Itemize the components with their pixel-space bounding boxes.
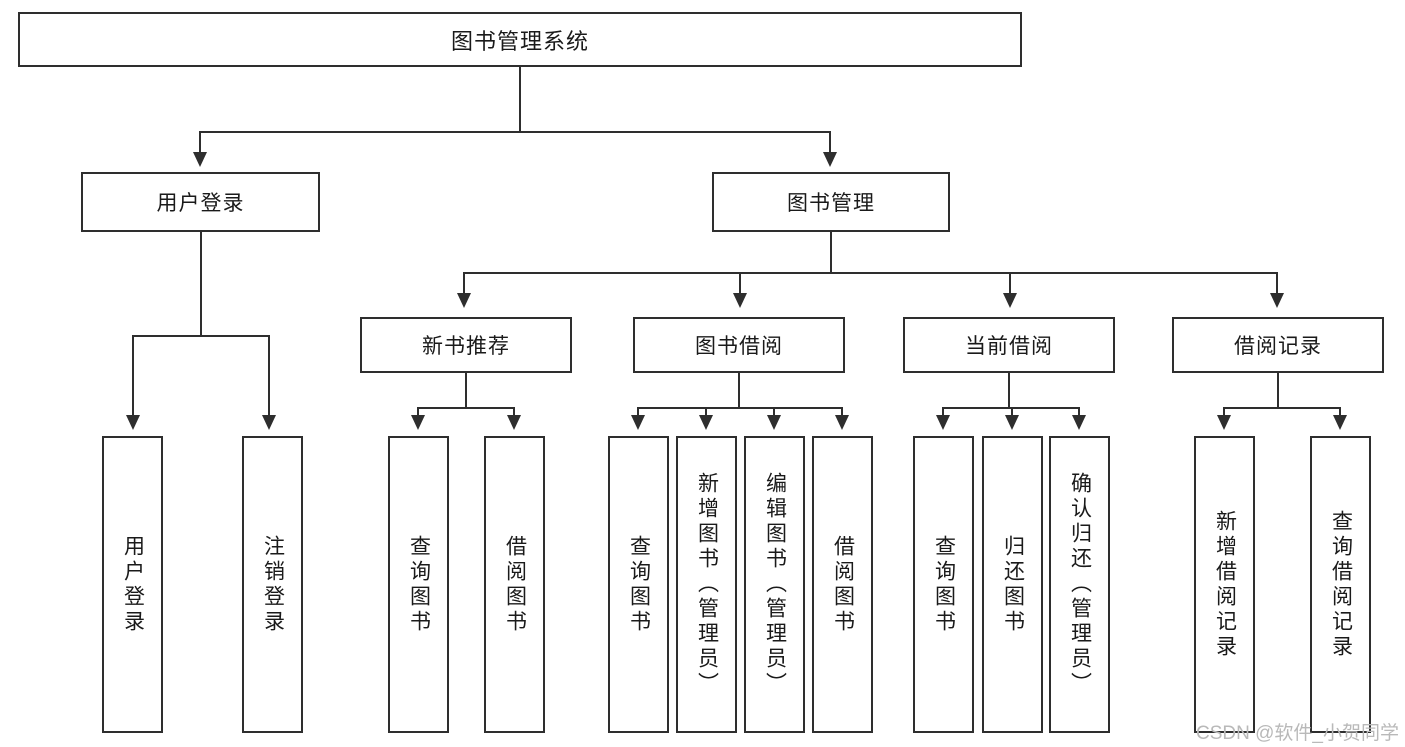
leaf-confirm-return[interactable]: 确认归还（管理员） (1049, 436, 1110, 733)
connector-user-login-bus (132, 335, 269, 337)
node-label: 注销登录 (261, 534, 285, 635)
node-root-system[interactable]: 图书管理系统 (18, 12, 1022, 67)
node-label: 查询图书 (932, 534, 956, 635)
connector-br-drop-1 (1223, 407, 1225, 417)
connector-book-manage-drop-3 (1009, 272, 1011, 295)
node-new-book-recommend[interactable]: 新书推荐 (360, 317, 572, 373)
node-label: 确认归还（管理员） (1068, 472, 1092, 697)
leaf-borrow-book-1[interactable]: 借阅图书 (484, 436, 545, 733)
connector-nbr-drop-2 (513, 407, 515, 417)
connector-user-login-drop-1 (132, 335, 134, 417)
leaf-borrow-book-2[interactable]: 借阅图书 (812, 436, 873, 733)
connector-bb-drop-2 (705, 407, 707, 417)
connector-nbr-stem (465, 373, 467, 409)
connector-bb-drop-4 (841, 407, 843, 417)
connector-br-bus (1223, 407, 1341, 409)
arrow-to-leaf-return-book (1005, 415, 1019, 430)
node-label: 新书推荐 (422, 335, 510, 358)
node-current-borrow[interactable]: 当前借阅 (903, 317, 1115, 373)
connector-bb-bus (637, 407, 843, 409)
leaf-query-record[interactable]: 查询借阅记录 (1310, 436, 1371, 733)
connector-cb-drop-1 (942, 407, 944, 417)
connector-book-manage-drop-4 (1276, 272, 1278, 295)
node-label: 用户登录 (121, 534, 145, 635)
arrow-to-book-manage (823, 152, 837, 167)
node-label: 图书借阅 (695, 335, 783, 358)
arrow-to-leaf-edit-book (767, 415, 781, 430)
node-label: 编辑图书（管理员） (763, 472, 787, 697)
arrow-to-current-borrow (1003, 293, 1017, 308)
connector-bb-drop-3 (773, 407, 775, 417)
node-label: 借阅记录 (1234, 335, 1322, 358)
connector-nbr-drop-1 (417, 407, 419, 417)
node-label: 查询图书 (627, 534, 651, 635)
node-book-manage[interactable]: 图书管理 (712, 172, 950, 232)
leaf-logout[interactable]: 注销登录 (242, 436, 303, 733)
arrow-to-leaf-query-book-1 (411, 415, 425, 430)
connector-root-drop-right (829, 131, 831, 154)
node-user-login[interactable]: 用户登录 (81, 172, 320, 232)
node-label: 图书管理 (787, 192, 875, 215)
node-label: 用户登录 (156, 192, 245, 215)
node-label: 新增图书（管理员） (695, 472, 719, 697)
leaf-return-book[interactable]: 归还图书 (982, 436, 1043, 733)
connector-book-manage-stem (830, 232, 832, 274)
arrow-to-leaf-logout (262, 415, 276, 430)
arrow-to-leaf-query-book-2 (631, 415, 645, 430)
connector-book-manage-drop-1 (463, 272, 465, 295)
arrow-to-leaf-add-book (699, 415, 713, 430)
connector-user-login-drop-2 (268, 335, 270, 417)
node-label: 借阅图书 (503, 534, 527, 635)
node-label: 查询借阅记录 (1329, 509, 1353, 660)
arrow-to-leaf-query-book-3 (936, 415, 950, 430)
leaf-add-record[interactable]: 新增借阅记录 (1194, 436, 1255, 733)
node-label: 新增借阅记录 (1213, 509, 1237, 660)
arrow-to-user-login (193, 152, 207, 167)
node-label: 图书管理系统 (450, 28, 589, 54)
node-label: 归还图书 (1001, 534, 1025, 635)
leaf-query-book-3[interactable]: 查询图书 (913, 436, 974, 733)
arrow-to-leaf-borrow-book-2 (835, 415, 849, 430)
connector-root-drop-left (199, 131, 201, 154)
arrow-to-leaf-add-record (1217, 415, 1231, 430)
leaf-add-book[interactable]: 新增图书（管理员） (676, 436, 737, 733)
connector-br-drop-2 (1339, 407, 1341, 417)
leaf-edit-book[interactable]: 编辑图书（管理员） (744, 436, 805, 733)
connector-user-login-stem (200, 232, 202, 337)
node-borrow-record[interactable]: 借阅记录 (1172, 317, 1384, 373)
leaf-query-book-2[interactable]: 查询图书 (608, 436, 669, 733)
leaf-user-login[interactable]: 用户登录 (102, 436, 163, 733)
connector-bb-stem (738, 373, 740, 409)
connector-cb-drop-3 (1078, 407, 1080, 417)
arrow-to-leaf-confirm-return (1072, 415, 1086, 430)
connector-br-stem (1277, 373, 1279, 409)
arrow-to-leaf-borrow-book-1 (507, 415, 521, 430)
arrow-to-book-borrow (733, 293, 747, 308)
connector-bb-drop-1 (637, 407, 639, 417)
connector-nbr-bus (417, 407, 515, 409)
node-label: 查询图书 (407, 534, 431, 635)
connector-book-manage-bus (463, 272, 1277, 274)
arrow-to-new-book-recommend (457, 293, 471, 308)
connector-cb-drop-2 (1011, 407, 1013, 417)
arrow-to-leaf-user-login (126, 415, 140, 430)
leaf-query-book-1[interactable]: 查询图书 (388, 436, 449, 733)
arrow-to-borrow-record (1270, 293, 1284, 308)
connector-book-manage-drop-2 (739, 272, 741, 295)
arrow-to-leaf-query-record (1333, 415, 1347, 430)
connector-root-stem (519, 67, 521, 132)
connector-cb-stem (1008, 373, 1010, 409)
node-book-borrow[interactable]: 图书借阅 (633, 317, 845, 373)
node-label: 当前借阅 (965, 335, 1053, 358)
node-label: 借阅图书 (831, 534, 855, 635)
connector-root-bus (199, 131, 831, 133)
